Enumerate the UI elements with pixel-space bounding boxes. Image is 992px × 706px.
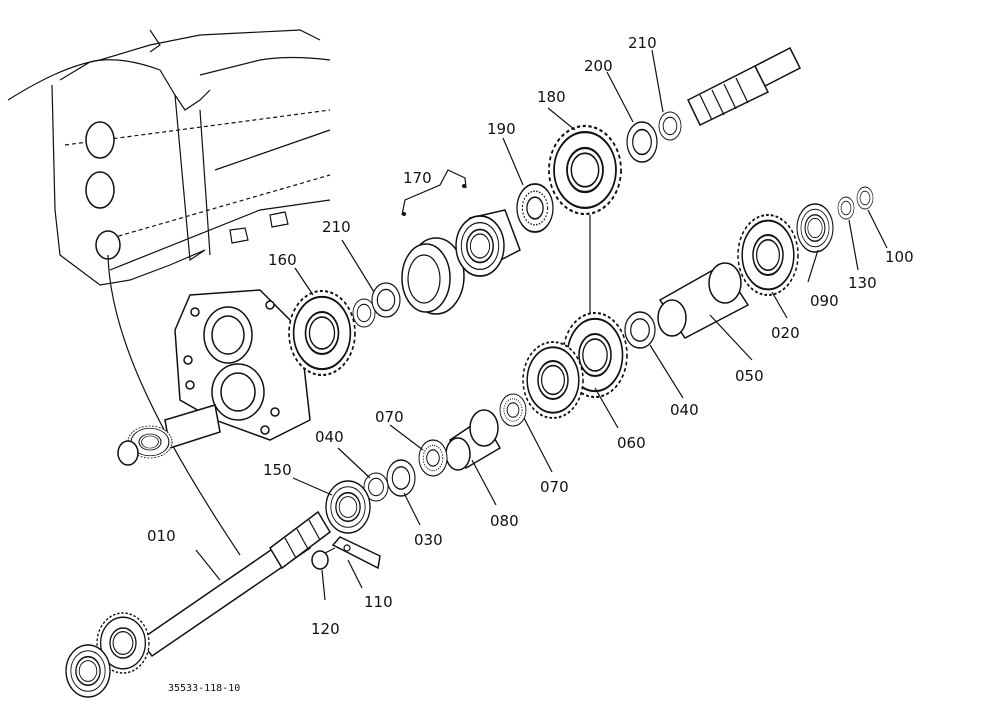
callout-190[interactable]: 190 (487, 120, 516, 138)
washer-030 (386, 459, 416, 497)
coupler-170 (401, 237, 465, 315)
callout-120[interactable]: 120 (311, 620, 340, 638)
callout-050[interactable]: 050 (735, 367, 764, 385)
hub-170 (455, 209, 521, 277)
callout-030[interactable]: 030 (414, 531, 443, 549)
needle-bearing-070-lower (418, 439, 448, 477)
callout-leaders (195, 49, 888, 601)
splined-shaft-top (687, 46, 802, 127)
callout-060[interactable]: 060 (617, 434, 646, 452)
shaft-010 (65, 510, 331, 698)
bracket-110 (331, 536, 381, 570)
cover-plate (174, 289, 311, 441)
ring-100 (856, 186, 874, 210)
bearing-090 (796, 203, 834, 253)
bearing-150 (325, 480, 371, 534)
callout-010[interactable]: 010 (147, 527, 176, 545)
gear-060-front (522, 341, 584, 419)
callout-170[interactable]: 170 (403, 169, 432, 187)
ring-130 (837, 196, 855, 220)
callout-080[interactable]: 080 (490, 512, 519, 530)
callout-070-upper[interactable]: 070 (375, 408, 404, 426)
collar-200 (626, 121, 658, 163)
callout-070-lower[interactable]: 070 (540, 478, 569, 496)
transmission-housing (7, 29, 331, 286)
ring-210-upper (371, 282, 401, 318)
leader-line (107, 254, 241, 556)
callout-labels: 010 020 030 040 040 050 060 070 070 080 … (147, 34, 914, 694)
needle-bearing-190 (516, 183, 554, 233)
input-pinion-shaft (117, 404, 221, 466)
callout-090[interactable]: 090 (810, 292, 839, 310)
bracket-170 (401, 169, 467, 216)
washer-040-upper (624, 311, 656, 349)
callout-040-lower[interactable]: 040 (315, 428, 344, 446)
callout-200[interactable]: 200 (584, 57, 613, 75)
needle-bearing-070-upper (499, 393, 527, 427)
spacer-050 (657, 262, 750, 339)
bolt-120 (311, 547, 336, 570)
callout-180[interactable]: 180 (537, 88, 566, 106)
callout-040-upper[interactable]: 040 (670, 401, 699, 419)
callout-020[interactable]: 020 (771, 324, 800, 342)
callout-210-left[interactable]: 210 (322, 218, 351, 236)
gear-160 (287, 289, 357, 377)
callout-100[interactable]: 100 (885, 248, 914, 266)
gear-180 (547, 124, 623, 216)
ring-210-top (658, 111, 682, 141)
callout-160[interactable]: 160 (268, 251, 297, 269)
callout-150[interactable]: 150 (263, 461, 292, 479)
callout-110[interactable]: 110 (364, 593, 393, 611)
callout-210-top[interactable]: 210 (628, 34, 657, 52)
callout-130[interactable]: 130 (848, 274, 877, 292)
gear-020 (737, 214, 799, 296)
drawing-number: 35533-118-10 (168, 683, 240, 694)
